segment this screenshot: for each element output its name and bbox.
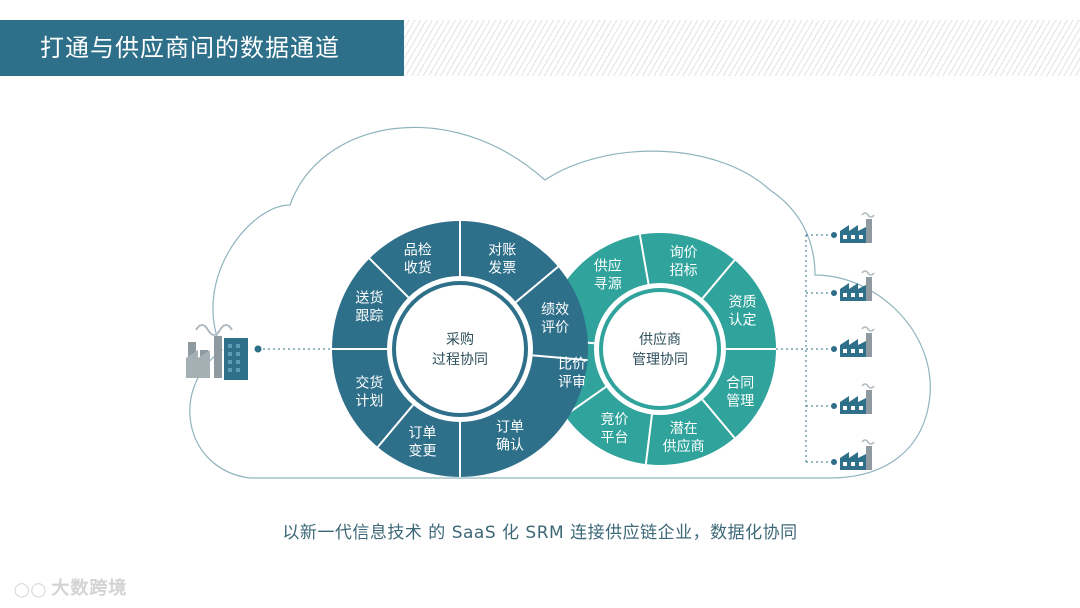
procurement-segment-5-label-1: 计划 xyxy=(355,393,383,409)
procurement-segment-3-label-1: 确认 xyxy=(496,438,524,454)
supplier-segment-6-label-0: 供应 xyxy=(594,258,622,275)
supplier-segment-1-label-1: 认定 xyxy=(729,313,757,329)
supplier-segment-2-label-1: 管理 xyxy=(726,394,754,410)
supplier-factory-icon-3 xyxy=(840,383,875,414)
procurement-segment-1-label-0: 对账 xyxy=(488,242,516,258)
procurement-segment-2-label-0: 绩效 xyxy=(541,302,569,318)
watermark-text: 大数跨境 xyxy=(51,578,128,599)
procurement-segment-4-label-0: 订单 xyxy=(409,426,437,442)
procurement-segment-0-label-1: 收货 xyxy=(404,259,432,276)
diagram-caption: 以新一代信息技术 的 SaaS 化 SRM 连接供应链企业，数据化协同 xyxy=(282,523,798,543)
supplier-segment-5-label-1: 评审 xyxy=(558,375,586,391)
procurement-segment-5-label-0: 交货 xyxy=(355,374,383,391)
procurement-center-label-2: 过程协同 xyxy=(432,352,488,368)
supplier-segment-4-label-0: 竞价 xyxy=(601,411,629,428)
supplier-center-label-1: 供应商 xyxy=(639,331,681,348)
supplier-factory-icon-0 xyxy=(840,212,875,243)
procurement-segment-0-label-0: 品检 xyxy=(404,242,432,258)
procurement-center-label-1: 采购 xyxy=(446,332,474,348)
page-title: 打通与供应商间的数据通道 xyxy=(0,20,404,76)
supplier-segment-3-label-1: 供应商 xyxy=(663,438,705,455)
cloud-outline xyxy=(189,126,931,479)
supplier-segment-0-label-0: 询价 xyxy=(670,245,698,261)
supplier-segment-2-label-0: 合同 xyxy=(726,376,754,392)
supplier-center-label-2: 管理协同 xyxy=(632,352,688,368)
supplier-segment-4-label-1: 平台 xyxy=(601,430,629,446)
buyer-factory-icon xyxy=(186,324,248,380)
watermark-logo: ◯◯大数跨境 xyxy=(14,574,127,600)
supplier-factory-icon-2 xyxy=(840,326,875,357)
watermark-icon: ◯◯ xyxy=(14,582,48,598)
procurement-segment-3-label-0: 订单 xyxy=(496,420,524,436)
supplier-segment-5-label-0: 比价 xyxy=(558,357,586,373)
procurement-segment-4-label-1: 变更 xyxy=(409,444,437,460)
supplier-factory-icon-1 xyxy=(840,270,875,301)
procurement-segment-6-label-0: 送货 xyxy=(355,290,383,307)
supplier-segment-3-label-0: 潜在 xyxy=(670,421,698,437)
procurement-segment-1-label-1: 发票 xyxy=(488,260,516,276)
header-stripe-decoration xyxy=(404,20,1080,76)
supplier-factory-icon-4 xyxy=(840,439,875,470)
supplier-segment-1-label-0: 资质 xyxy=(729,295,757,311)
procurement-segment-6-label-1: 跟踪 xyxy=(355,309,383,325)
supplier-segment-0-label-1: 招标 xyxy=(670,263,698,279)
procurement-segment-2-label-1: 评价 xyxy=(541,320,569,336)
supplier-segment-6-label-1: 寻源 xyxy=(594,277,622,293)
